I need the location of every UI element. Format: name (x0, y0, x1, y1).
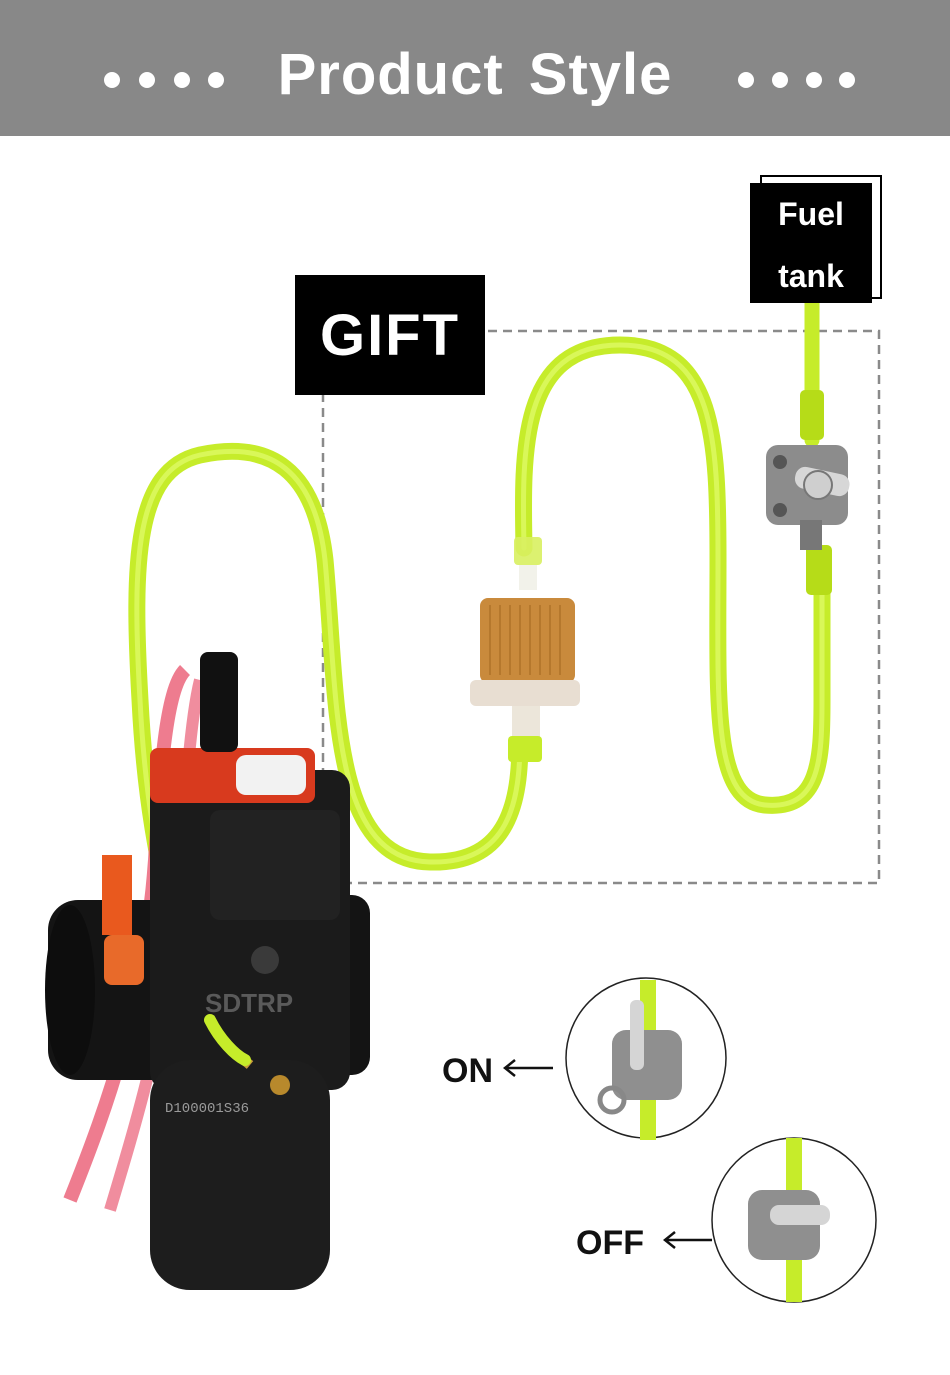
valve-on-detail (565, 977, 727, 1140)
fuel-tank-label: Fuel tank (750, 183, 872, 303)
banner-title: Product Style (277, 42, 673, 107)
gift-label-text: GIFT (319, 302, 461, 368)
fuel-tank-label-line2: tank (778, 258, 844, 294)
carburetor: SDTRP D100001S36 (45, 652, 370, 1290)
fuel-hose-arch (514, 336, 831, 814)
decorative-dot (104, 72, 120, 88)
on-label: ON (442, 1052, 493, 1090)
off-label: OFF (576, 1224, 644, 1262)
arrow-left-icon (502, 1059, 553, 1077)
petcock-valve (766, 445, 850, 550)
valve-off-detail (711, 1137, 877, 1303)
fuel-tank-label-line1: Fuel (778, 196, 844, 232)
decorative-dot (139, 72, 155, 88)
decorative-dot (208, 72, 224, 88)
decorative-dot (174, 72, 190, 88)
fuel-filter (470, 537, 580, 762)
decorative-dot (772, 72, 788, 88)
decorative-dot (839, 72, 855, 88)
carburetor-brand-mark: SDTRP (205, 988, 293, 1018)
decorative-dot (806, 72, 822, 88)
carburetor-serial: D100001S36 (165, 1101, 249, 1117)
gift-label: GIFT (295, 275, 485, 395)
decorative-dot (738, 72, 754, 88)
header-banner: Product Style (0, 0, 950, 136)
arrow-left-icon (662, 1231, 712, 1249)
